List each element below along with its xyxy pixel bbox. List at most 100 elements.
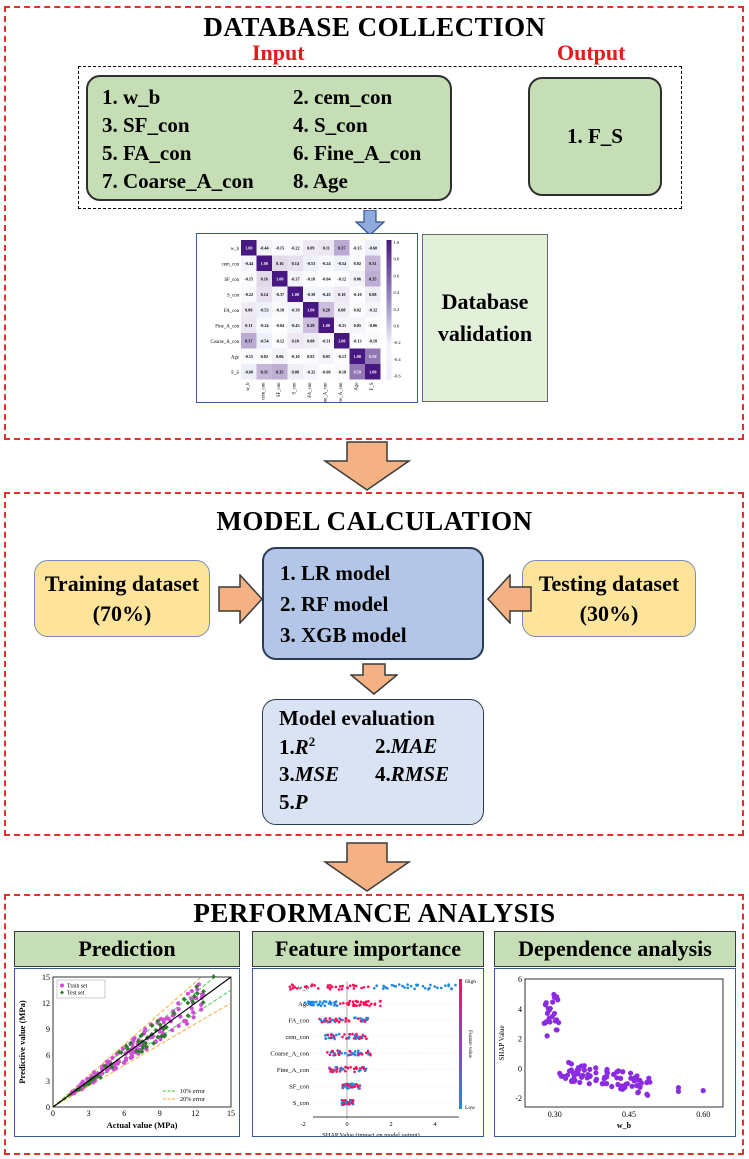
heatmap-cell-value: -0.60 bbox=[244, 369, 253, 374]
shap-point bbox=[291, 987, 294, 990]
shap-point bbox=[329, 1001, 333, 1005]
shap-point bbox=[345, 1002, 349, 1005]
shap-point bbox=[365, 1018, 368, 1021]
dependence-point bbox=[611, 1071, 617, 1077]
heatmap-cell-value: -0.06 bbox=[322, 369, 331, 374]
shap-point bbox=[323, 1034, 327, 1037]
heatmap-cell-value: 0.09 bbox=[245, 307, 252, 312]
database-validation-label: Database validation bbox=[437, 289, 533, 346]
model-evaluation-title: Model evaluation bbox=[279, 706, 435, 730]
shap-point bbox=[421, 984, 425, 988]
metric-mae: 2.MAE bbox=[375, 734, 437, 759]
heatmap-cell bbox=[256, 255, 272, 271]
heatmap-cell bbox=[334, 271, 350, 287]
dependence-point bbox=[615, 1081, 621, 1088]
shap-point bbox=[359, 1000, 363, 1004]
dependence-analysis-title: Dependence analysis bbox=[494, 931, 736, 967]
heatmap-cell-value: 0.37 bbox=[338, 245, 345, 250]
prediction-x-tick: 0 bbox=[51, 1109, 55, 1118]
dependence-point bbox=[552, 1018, 558, 1024]
shap-point bbox=[409, 984, 413, 988]
train-point bbox=[120, 1046, 126, 1051]
heatmap-colorbar bbox=[386, 240, 392, 380]
dependence-point bbox=[579, 1074, 585, 1080]
heatmap-cell bbox=[303, 333, 319, 349]
input-variables-box: 1. w_b 2. cem_con 3. SF_con 4. S_con 5. … bbox=[86, 75, 452, 201]
shap-point bbox=[429, 983, 432, 987]
heatmap-cell bbox=[303, 271, 319, 287]
shap-point bbox=[347, 1019, 351, 1023]
shap-point bbox=[368, 1052, 372, 1056]
heatmap-col-label: S_con bbox=[292, 382, 297, 395]
heatmap-cell-value: -0.15 bbox=[353, 245, 362, 250]
shap-point bbox=[382, 984, 385, 988]
heatmap-cell bbox=[303, 302, 319, 318]
heatmap-cell bbox=[334, 240, 350, 256]
heatmap-col-label: cem_con bbox=[261, 382, 266, 400]
shap-point bbox=[353, 1050, 357, 1053]
shap-point bbox=[330, 1033, 333, 1037]
metric-rmse: 4.RMSE bbox=[375, 762, 449, 787]
train-point bbox=[137, 1042, 142, 1048]
dependence-point bbox=[637, 1077, 643, 1083]
shap-point bbox=[351, 1082, 354, 1086]
heatmap-cell bbox=[303, 317, 319, 333]
heatmap-cell-value: 0.08 bbox=[292, 369, 299, 374]
metric-rmse-name: RMSE bbox=[390, 762, 450, 786]
database-validation-box: Database validation bbox=[422, 234, 548, 402]
shap-point bbox=[360, 1053, 364, 1056]
shap-point bbox=[364, 1003, 368, 1006]
dependence-point bbox=[544, 1033, 550, 1039]
metric-r2-number: 1. bbox=[279, 735, 295, 759]
heatmap-colorbar-tick: -0.4 bbox=[394, 357, 402, 362]
train-point bbox=[181, 1019, 187, 1024]
metric-mae-name: MAE bbox=[390, 734, 438, 758]
shap-point bbox=[338, 985, 342, 988]
heatmap-cell-value: -0.04 bbox=[275, 323, 285, 328]
shap-point bbox=[331, 1070, 335, 1074]
train-point bbox=[121, 1060, 127, 1065]
heatmap-cell bbox=[287, 364, 303, 380]
shap-point bbox=[313, 984, 316, 987]
input-label: Input bbox=[252, 40, 305, 65]
shap-point bbox=[363, 1035, 367, 1038]
heatmap-cell bbox=[365, 271, 381, 287]
shap-point bbox=[381, 987, 385, 990]
shap-point bbox=[314, 1000, 318, 1004]
heatmap-cell bbox=[287, 286, 303, 302]
test-point bbox=[155, 1034, 161, 1040]
test-point bbox=[155, 1018, 161, 1024]
legend-10-label: 10% error bbox=[180, 1088, 205, 1095]
shap-point bbox=[390, 983, 394, 987]
dependence-point bbox=[593, 1065, 599, 1071]
shap-point bbox=[353, 1033, 357, 1037]
test-point bbox=[144, 1044, 150, 1050]
heatmap-cell bbox=[334, 317, 350, 333]
metric-mse-name: MSE bbox=[294, 762, 340, 786]
shap-point bbox=[312, 1003, 315, 1007]
shap-x-tick: 4 bbox=[433, 1121, 437, 1128]
heatmap-cell bbox=[272, 364, 288, 380]
heatmap-cell bbox=[256, 302, 272, 318]
shap-point bbox=[345, 1037, 348, 1040]
shap-point bbox=[436, 986, 439, 990]
test-point bbox=[139, 1049, 145, 1055]
shap-point bbox=[328, 986, 332, 990]
train-point bbox=[189, 1006, 194, 1011]
heatmap-cell-value: 1.00 bbox=[292, 292, 299, 297]
shap-point bbox=[415, 984, 419, 987]
heatmap-col-label: SF_con bbox=[277, 382, 282, 397]
shap-point bbox=[344, 1016, 348, 1020]
performance-section bbox=[4, 894, 744, 1155]
shap-point bbox=[336, 1050, 340, 1053]
legend-test-marker bbox=[60, 990, 64, 995]
heatmap-row-label: Fine_A_con bbox=[215, 324, 239, 329]
training-dataset-box: Training dataset (70%) bbox=[34, 560, 210, 637]
dependence-point bbox=[631, 1075, 638, 1081]
heatmap-cell-value: -0.60 bbox=[368, 245, 377, 250]
heatmap-cell bbox=[334, 255, 350, 271]
shap-point bbox=[358, 1084, 362, 1088]
dependence-point bbox=[635, 1090, 641, 1096]
heatmap-cell-value: -0.15 bbox=[275, 245, 284, 250]
